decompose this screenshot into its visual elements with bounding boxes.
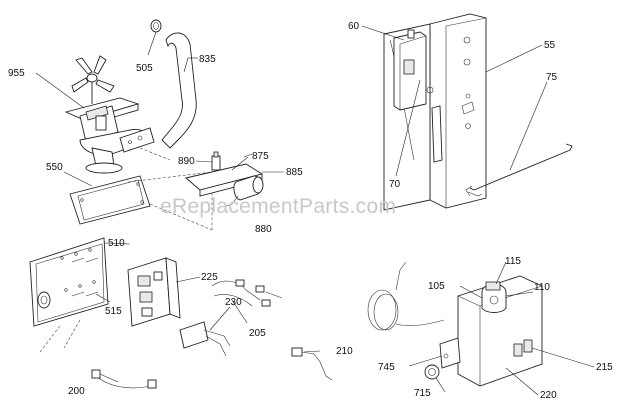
- connector-210: [291, 347, 333, 381]
- cap-505: [150, 19, 162, 33]
- callout-75: 75: [546, 72, 558, 83]
- callout-880: 880: [255, 224, 272, 235]
- callout-205: 205: [249, 328, 266, 339]
- callout-220: 220: [540, 390, 557, 401]
- callout-835: 835: [199, 54, 216, 65]
- callout-230: 230: [225, 297, 242, 308]
- leader-lines: [35, 25, 595, 396]
- callout-200: 200: [68, 386, 85, 397]
- control-box-assembly: [29, 237, 283, 389]
- callout-225: 225: [201, 272, 218, 283]
- callout-70: 70: [389, 179, 401, 190]
- callout-505: 505: [136, 63, 153, 74]
- callout-55: 55: [544, 40, 556, 51]
- callout-110: 110: [534, 282, 550, 293]
- callout-115: 115: [505, 256, 521, 267]
- callout-745: 745: [378, 362, 395, 373]
- mounting-bracket-assembly: [185, 151, 264, 207]
- callout-885: 885: [286, 167, 303, 178]
- callout-60: 60: [348, 21, 360, 32]
- pump-box-assembly: [367, 261, 543, 387]
- callout-105: 105: [428, 281, 445, 292]
- hose-835: [161, 32, 197, 149]
- gasket-plate-550: [69, 175, 151, 225]
- side-panel-assembly: [383, 13, 573, 211]
- callout-215: 215: [596, 362, 613, 373]
- watermark-text: eReplacementParts.com: [160, 195, 396, 218]
- callout-890: 890: [178, 156, 195, 167]
- callout-515: 515: [105, 306, 122, 317]
- callout-715: 715: [414, 388, 431, 399]
- assembly-guide-lines: [127, 147, 213, 231]
- callout-875: 875: [252, 151, 269, 162]
- callout-210: 210: [336, 346, 353, 357]
- callout-labels: 505 835 955 550 890 875 885 880 60 55 75…: [8, 21, 613, 401]
- callout-550: 550: [46, 162, 63, 173]
- fan-motor-assembly: [64, 55, 155, 174]
- callout-510: 510: [108, 238, 125, 249]
- callout-955: 955: [8, 68, 25, 79]
